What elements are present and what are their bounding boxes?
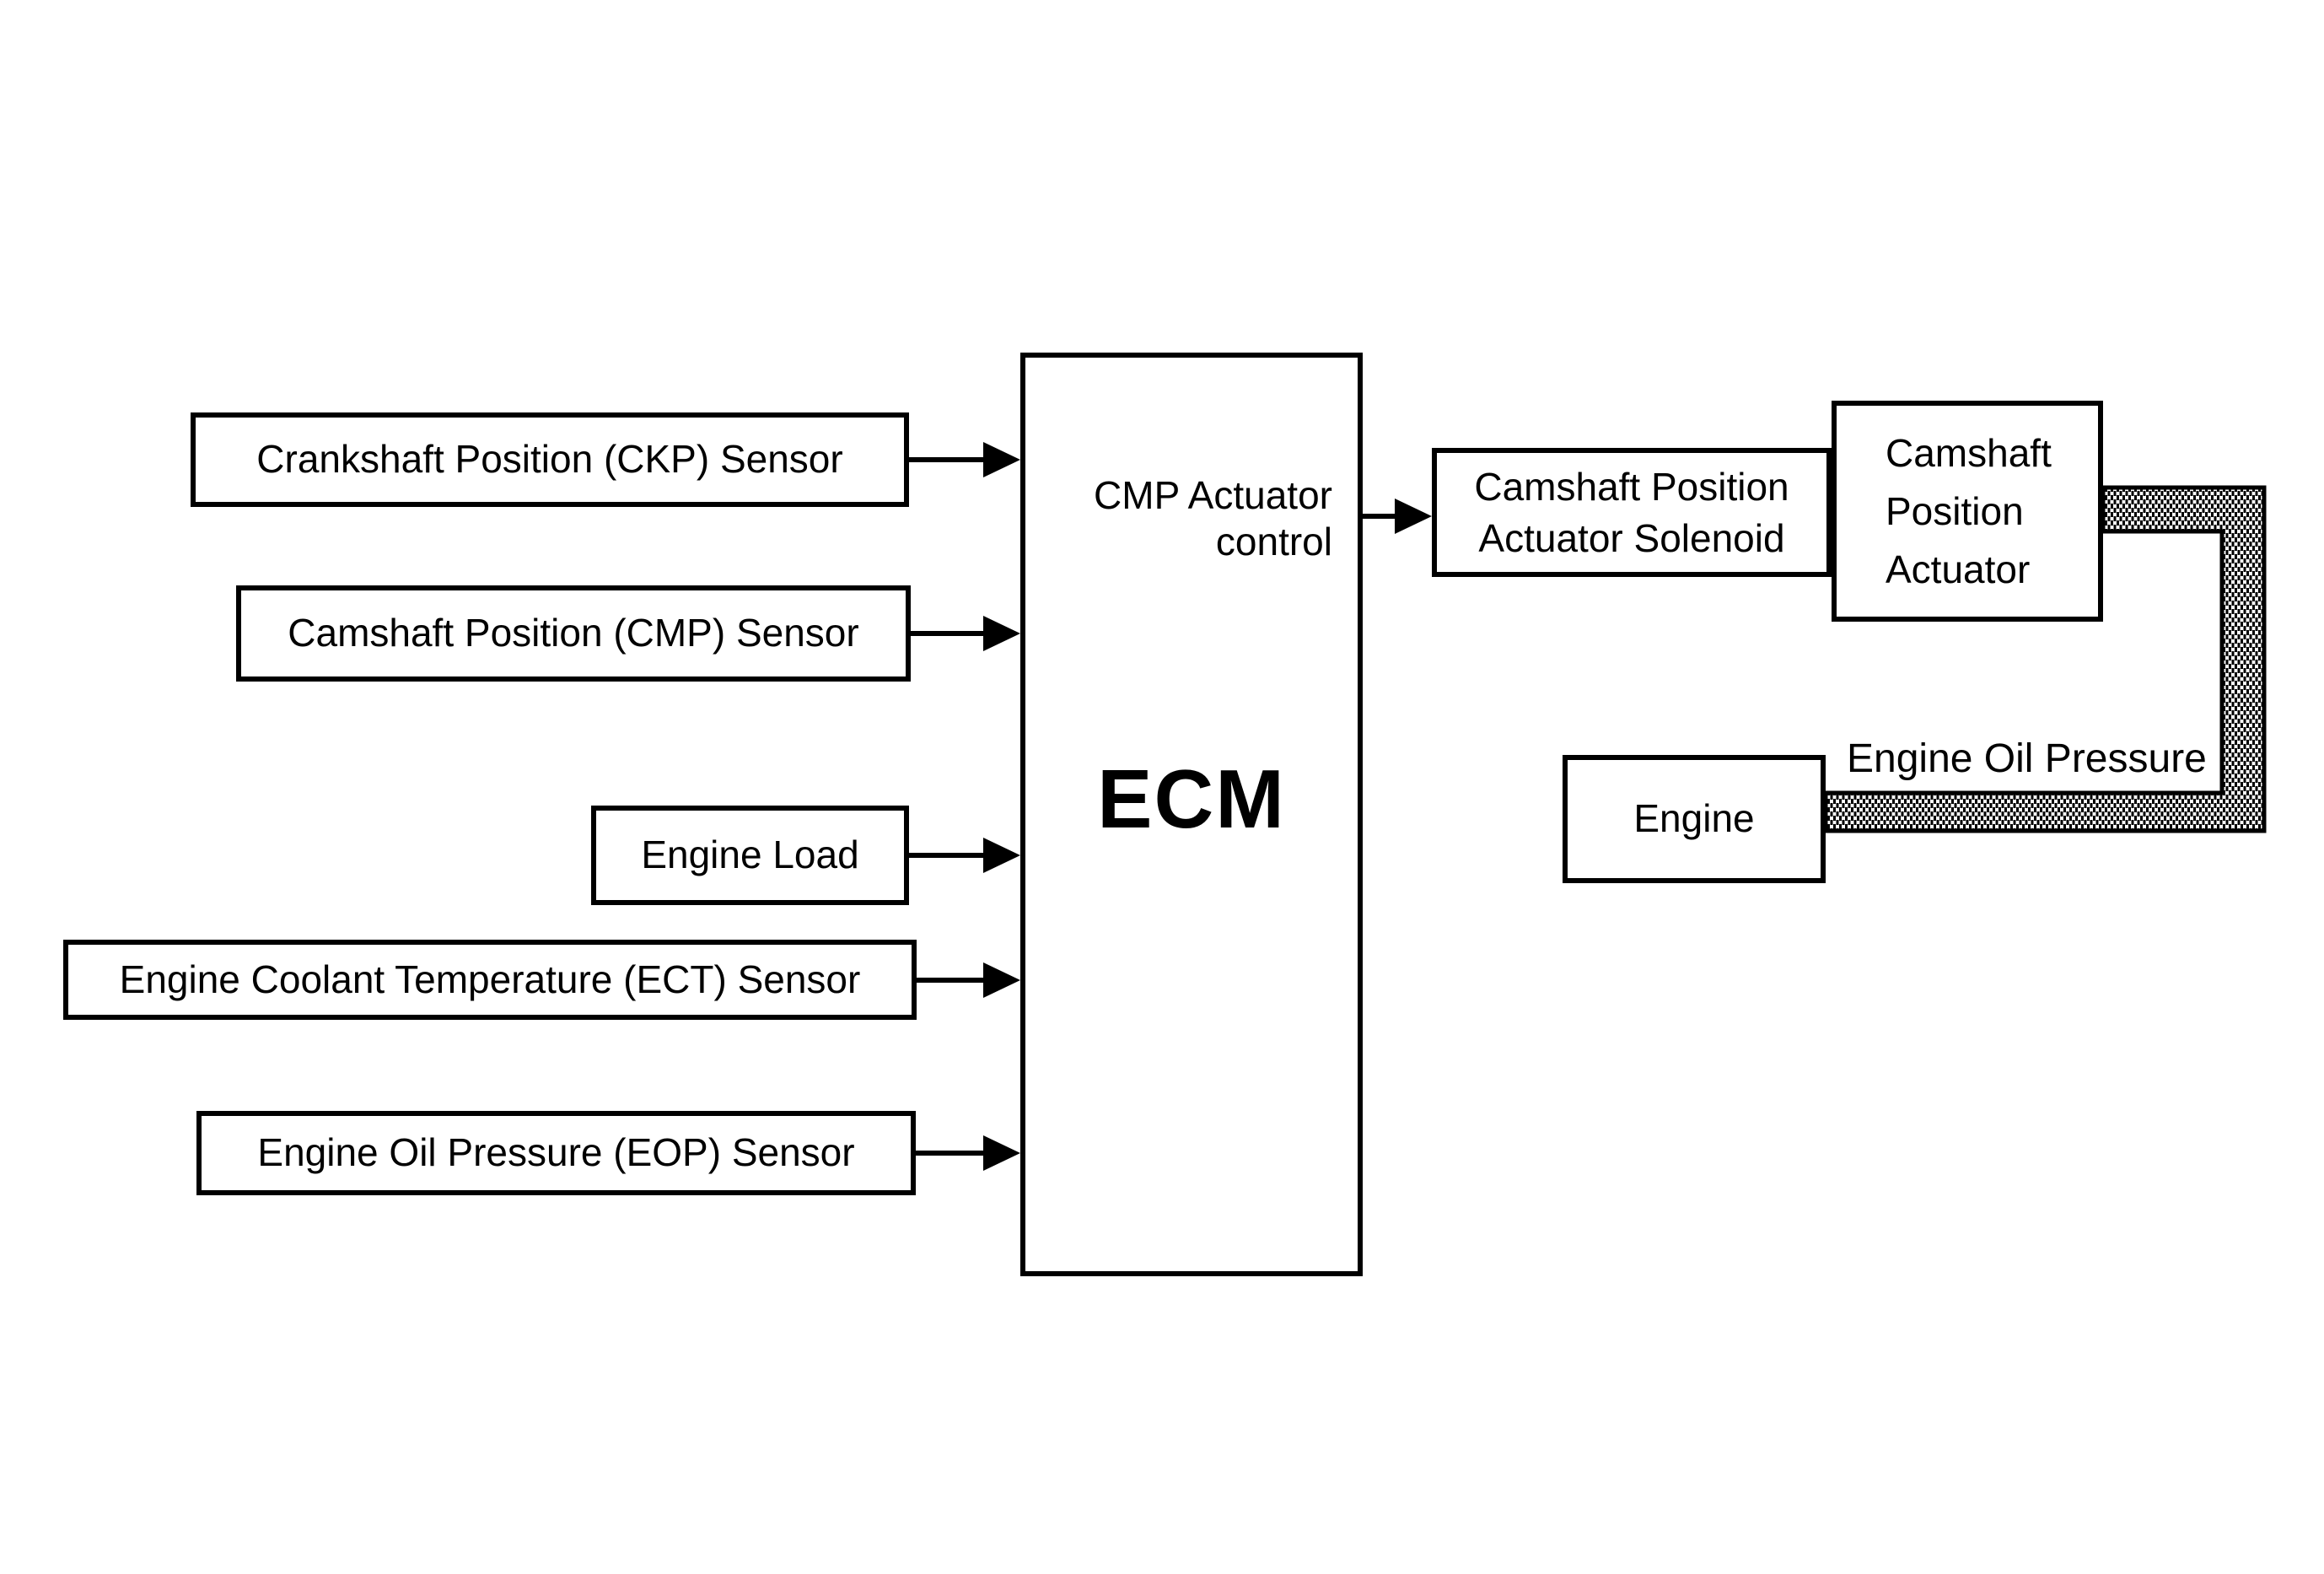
- ecm-output-signal-label: CMP Actuator control: [1094, 472, 1332, 565]
- actuator-label-line1: Camshaft: [1886, 430, 2052, 475]
- engine-oil-pressure-pipe: [1823, 485, 2267, 833]
- arrow-ckp-to-ecm: [909, 442, 1020, 477]
- ckp-sensor-label: Crankshaft Position (CKP) Sensor: [256, 437, 843, 482]
- actuator-label-line2: Position: [1886, 488, 2024, 533]
- engine-label: Engine: [1633, 796, 1755, 841]
- node-cmp-actuator: Camshaft Position Actuator: [1832, 401, 2103, 622]
- arrow-engine-load-to-ecm: [909, 838, 1020, 873]
- node-engine: Engine: [1563, 755, 1826, 883]
- eop-sensor-label: Engine Oil Pressure (EOP) Sensor: [257, 1130, 855, 1175]
- node-ckp-sensor: Crankshaft Position (CKP) Sensor: [191, 412, 909, 507]
- actuator-label-line3: Actuator: [1886, 547, 2031, 591]
- node-engine-load: Engine Load: [591, 806, 909, 905]
- arrow-cmp-to-ecm: [911, 616, 1020, 651]
- node-cmp-actuator-solenoid: Camshaft Position Actuator Solenoid: [1432, 448, 1832, 577]
- engine-oil-pressure-label: Engine Oil Pressure: [1847, 736, 2207, 781]
- ect-sensor-label: Engine Coolant Temperature (ECT) Sensor: [119, 957, 861, 1001]
- solenoid-label-line1: Camshaft Position: [1474, 464, 1789, 509]
- cmp-sensor-label: Camshaft Position (CMP) Sensor: [288, 611, 859, 655]
- node-ecm: CMP Actuator control ECM: [1020, 353, 1363, 1276]
- arrow-ect-to-ecm: [917, 962, 1020, 998]
- solenoid-label-line2: Actuator Solenoid: [1478, 515, 1785, 560]
- arrow-ecm-to-solenoid: [1363, 499, 1432, 534]
- ecm-output-signal-line1: CMP Actuator: [1094, 473, 1332, 517]
- arrow-eop-to-ecm: [916, 1135, 1020, 1171]
- ecm-title: ECM: [1097, 752, 1286, 845]
- engine-load-label: Engine Load: [641, 833, 859, 877]
- ecm-output-signal-line2: control: [1215, 520, 1332, 564]
- node-ect-sensor: Engine Coolant Temperature (ECT) Sensor: [63, 940, 917, 1020]
- node-eop-sensor: Engine Oil Pressure (EOP) Sensor: [196, 1111, 916, 1195]
- solenoid-label: Camshaft Position Actuator Solenoid: [1474, 461, 1789, 563]
- node-cmp-sensor: Camshaft Position (CMP) Sensor: [236, 585, 911, 682]
- actuator-label: Camshaft Position Actuator: [1886, 424, 2052, 599]
